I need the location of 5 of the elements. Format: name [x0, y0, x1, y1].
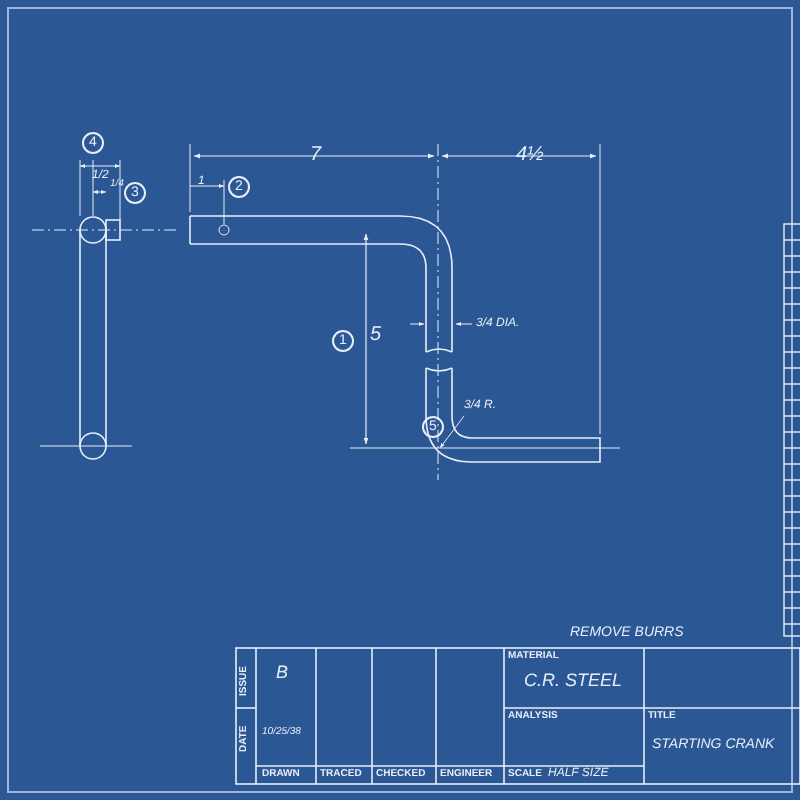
- field-value: C.R. STEEL: [524, 672, 623, 690]
- dimension-value: 7: [310, 146, 322, 166]
- dimension-value: 4½: [516, 146, 544, 166]
- dimension-value: 5: [370, 326, 382, 346]
- field-value: B: [276, 664, 289, 682]
